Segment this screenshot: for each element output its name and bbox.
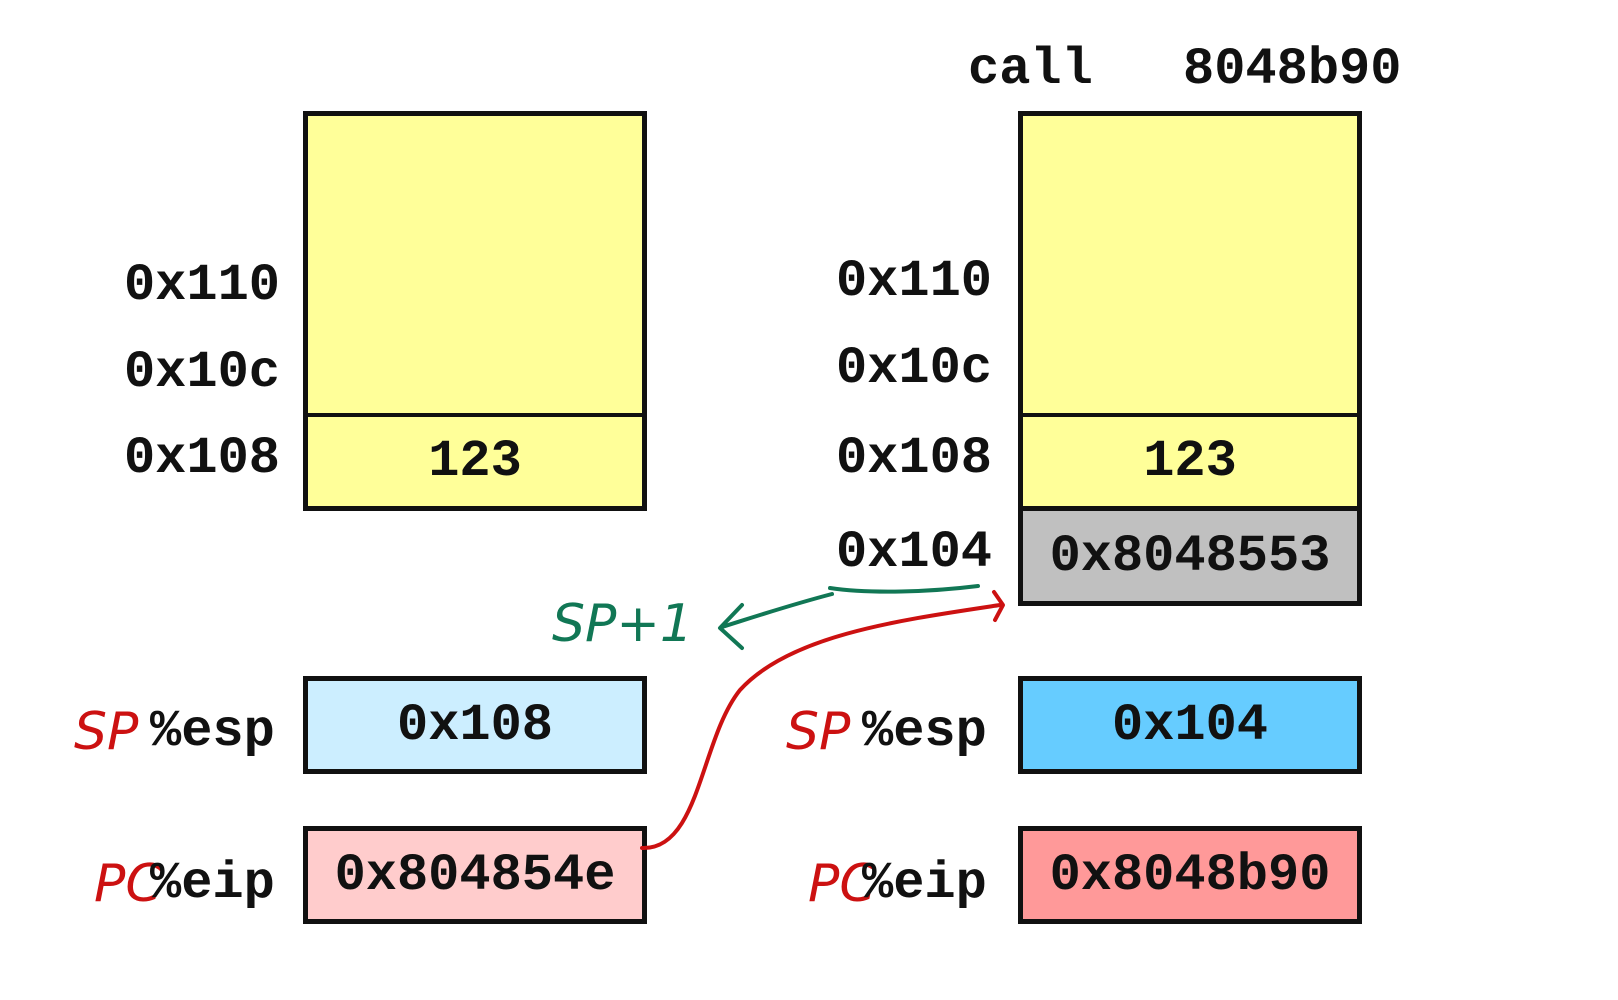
esp-register-after: 0x104 <box>1018 676 1362 774</box>
stack-upper-region-after <box>1018 111 1362 418</box>
address-0x10c-after: 0x10c <box>835 339 992 398</box>
stack-cell-0x108-after: 123 <box>1018 413 1362 511</box>
eip-register-after: 0x8048b90 <box>1018 826 1362 924</box>
esp-register-label-after: %esp <box>862 702 987 761</box>
esp-register-label-before: %esp <box>150 702 275 761</box>
pc-handwritten-label-before: PC <box>94 854 162 914</box>
address-0x110-before: 0x110 <box>123 256 280 315</box>
instruction-op: call <box>968 40 1093 99</box>
sp-handwritten-label-before: SP <box>74 702 139 762</box>
address-0x10c-before: 0x10c <box>123 343 280 402</box>
sp-plus-one-annotation: SP+1 <box>552 594 694 654</box>
sp-handwritten-label-after: SP <box>786 702 851 762</box>
red-arrow <box>640 603 1002 851</box>
stack-upper-region-before <box>303 111 647 418</box>
eip-register-label-before: %eip <box>150 854 275 913</box>
red-arrowhead <box>992 590 1005 622</box>
address-0x108-before: 0x108 <box>123 429 280 488</box>
underline-0x104 <box>828 584 980 594</box>
address-0x110-after: 0x110 <box>835 252 992 311</box>
instruction-target: 8048b90 <box>1183 40 1402 99</box>
eip-register-before: 0x804854e <box>303 826 647 924</box>
address-0x108-after: 0x108 <box>835 429 992 488</box>
esp-register-before: 0x108 <box>303 676 647 774</box>
stack-cell-return-address: 0x8048553 <box>1018 506 1362 606</box>
eip-register-label-after: %eip <box>862 854 987 913</box>
pc-handwritten-label-after: PC <box>808 854 876 914</box>
stack-cell-0x108-before: 123 <box>303 413 647 511</box>
address-0x104-after: 0x104 <box>835 523 992 582</box>
green-arrowhead <box>718 603 744 650</box>
green-arrow <box>720 592 834 629</box>
